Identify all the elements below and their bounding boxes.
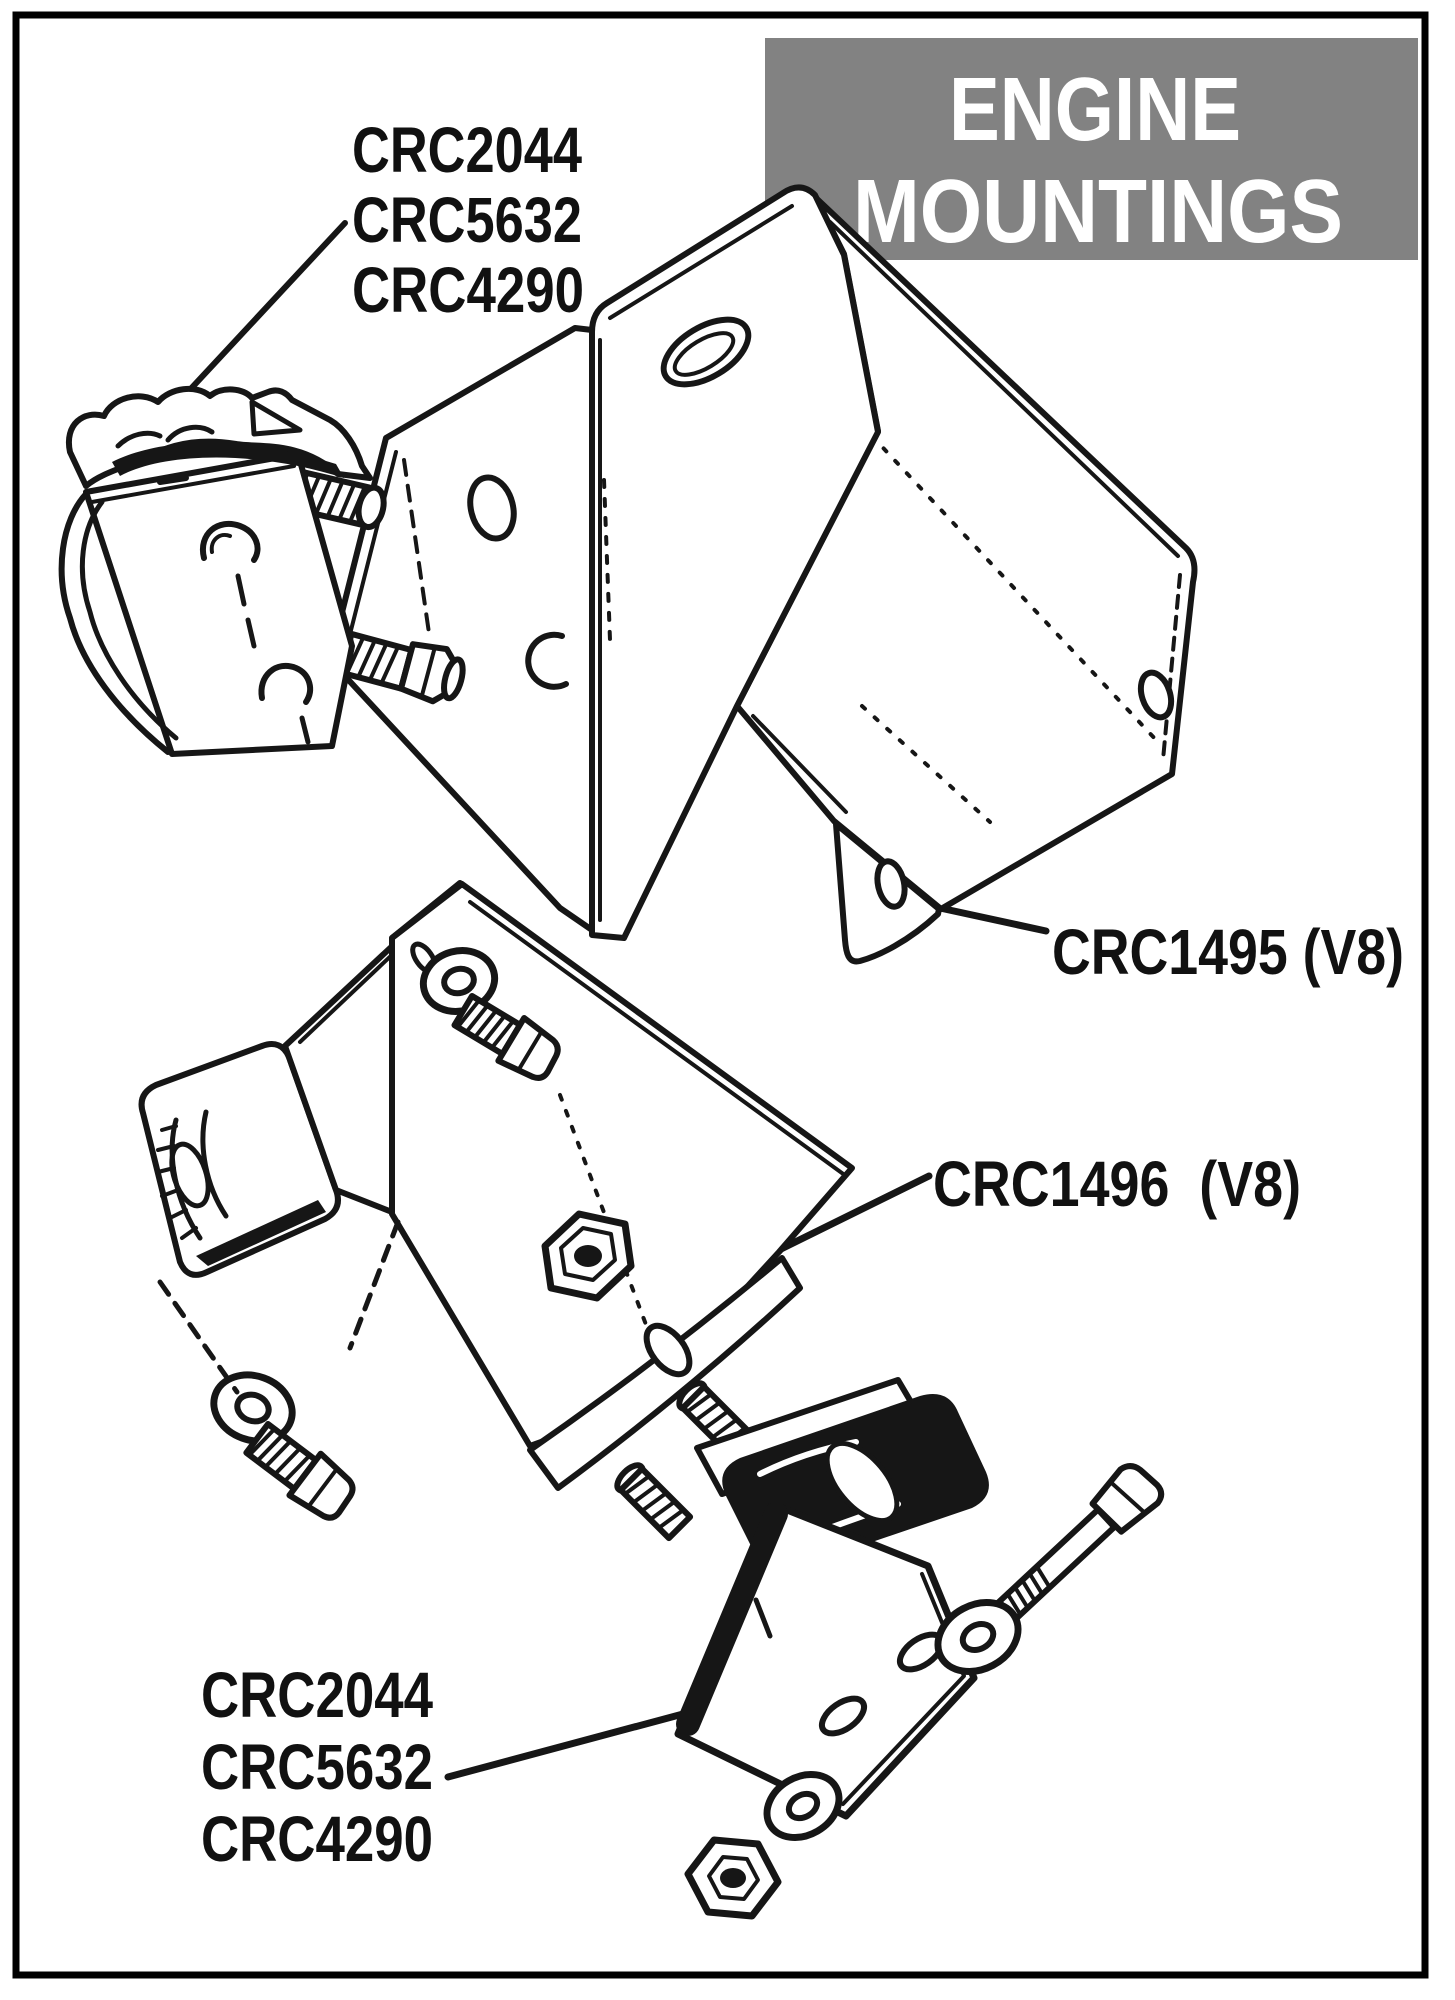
label-upper-mount-line-3: CRC4290	[352, 254, 584, 326]
lower-mount-hex-nut	[684, 1836, 782, 1920]
crc1495-tongue-top-inner-edge	[608, 204, 794, 320]
lower-mount-rubber-slot	[824, 1441, 900, 1523]
crc1496-hex-nut	[541, 1210, 635, 1302]
label-crc1496: CRC1496 (V8)	[933, 1148, 1301, 1220]
label-upper-mount-line-1: CRC2044	[352, 114, 582, 186]
lower-mount-washer-bottom-hole	[785, 1790, 821, 1822]
upper-mount-label-group: CRC2044 CRC5632 CRC4290	[352, 114, 584, 326]
label-upper-mount-line-2: CRC5632	[352, 184, 582, 256]
nut-chamfer	[707, 1855, 760, 1901]
upper-mount-cap-tab	[249, 399, 303, 437]
leader-line-upper-mount	[169, 220, 348, 412]
nut-chamfer	[559, 1226, 617, 1282]
crc1495-right-face-top-inner-edge	[828, 220, 1180, 558]
crc1495-slot-hole-rim	[672, 331, 736, 377]
cap-squiggle-2	[115, 430, 163, 449]
upper-mount-strap-outer	[58, 491, 171, 755]
illustration-art	[58, 184, 1198, 1920]
crc1495-left-face	[327, 325, 595, 933]
upper-rubber-mount-illustration	[58, 385, 466, 757]
title-line-1: ENGINE	[949, 60, 1241, 160]
nut-hole	[574, 1245, 602, 1267]
lower-mount-plate-shading	[676, 1502, 788, 1736]
crc1495-hidden-edge-dotted	[870, 434, 1160, 744]
crc1495-slot-hole	[660, 316, 752, 388]
crc1495-right-edge-dashed	[1161, 573, 1182, 762]
leader-line-crc1496	[775, 1172, 933, 1254]
thread-hatching	[456, 999, 515, 1049]
lower-mount-plate-inner-edge	[841, 1572, 966, 1806]
crc1496-bottom-flange	[527, 1255, 803, 1491]
lower-mount-washer-right	[934, 1599, 1022, 1675]
page-frame-border	[12, 11, 1429, 1979]
label-lower-mount-line-2: CRC5632	[201, 1731, 433, 1803]
crc1496-loose-washer-hole	[234, 1391, 272, 1425]
upper-mount-strap-inner	[79, 499, 179, 741]
crc1496-top-bolt	[451, 993, 561, 1081]
upper-mount-dashed-centreline	[235, 573, 311, 745]
crc1495-tongue-dashed	[602, 478, 612, 642]
lower-mount-plate-hole-2	[818, 1695, 868, 1737]
upper-mount-slot-1-rim	[209, 533, 232, 554]
lower-mount-plate-tick	[753, 1597, 773, 1639]
channel-shading	[196, 1200, 326, 1266]
lower-mount-label-group: CRC2044 CRC5632 CRC4290	[201, 1659, 433, 1875]
upper-mount-slot-2	[258, 663, 314, 705]
crc1496-loose-bolt	[243, 1421, 356, 1521]
crc1496-front-top-inner	[468, 900, 848, 1178]
bolt-head-facet	[516, 1029, 544, 1073]
crc1495-side-hole	[1137, 669, 1175, 721]
title-box	[765, 38, 1418, 260]
crc1495-left-face-dashed-fold	[402, 458, 432, 642]
upper-mount-slot-1	[199, 521, 261, 563]
bracket-crc1496-illustration	[138, 880, 855, 1521]
upper-mount-rubber-shading	[112, 442, 344, 478]
bracket-crc1495-illustration	[327, 184, 1198, 965]
nut-hole	[720, 1868, 746, 1888]
crc1496-top-washer-hole	[441, 965, 477, 997]
leader-line-crc1495	[936, 904, 1050, 935]
crc1496-dotted-crease	[558, 1093, 650, 1332]
upper-mount-plate	[83, 451, 355, 757]
thread-hatching	[248, 1428, 311, 1483]
label-crc1495: CRC1495 (V8)	[1052, 916, 1404, 988]
title-line-2: MOUNTINGS	[853, 162, 1343, 262]
crc1495-c-hole	[525, 631, 569, 690]
crc1495-oval-hole	[467, 474, 517, 542]
stud-nut-facet	[419, 645, 437, 699]
cap-tick	[157, 475, 189, 485]
crc1495-flange-hole	[874, 858, 908, 910]
lower-mount-washer-right-hole	[959, 1621, 997, 1653]
upper-mount-plate-top-inner	[90, 464, 296, 504]
crc1496-alignment-dashes	[157, 1219, 401, 1395]
lower-mount-stud-2	[614, 1462, 694, 1542]
crc1495-left-face-inner-edge	[344, 450, 398, 652]
bolt-head-facet	[306, 1466, 340, 1509]
thread-hatching	[624, 1475, 684, 1529]
lower-mount-washer-bottom	[763, 1771, 843, 1841]
cap-squiggle-1	[165, 424, 215, 443]
label-lower-mount-line-1: CRC2044	[201, 1659, 433, 1731]
label-lower-mount-line-3: CRC4290	[201, 1803, 433, 1875]
channel-hatching	[156, 1124, 198, 1240]
lower-rubber-mount-illustration	[614, 1377, 1165, 1920]
crc1495-hidden-edge-dotted-2	[860, 704, 992, 824]
crc1496-flange-hole	[643, 1322, 693, 1378]
channel-roll-eye	[169, 1141, 211, 1209]
crc1495-v-inner-edge	[751, 714, 848, 814]
stud-nut-end	[441, 656, 466, 702]
bolt-head-facet	[1108, 1480, 1147, 1515]
stud-end	[355, 484, 387, 531]
